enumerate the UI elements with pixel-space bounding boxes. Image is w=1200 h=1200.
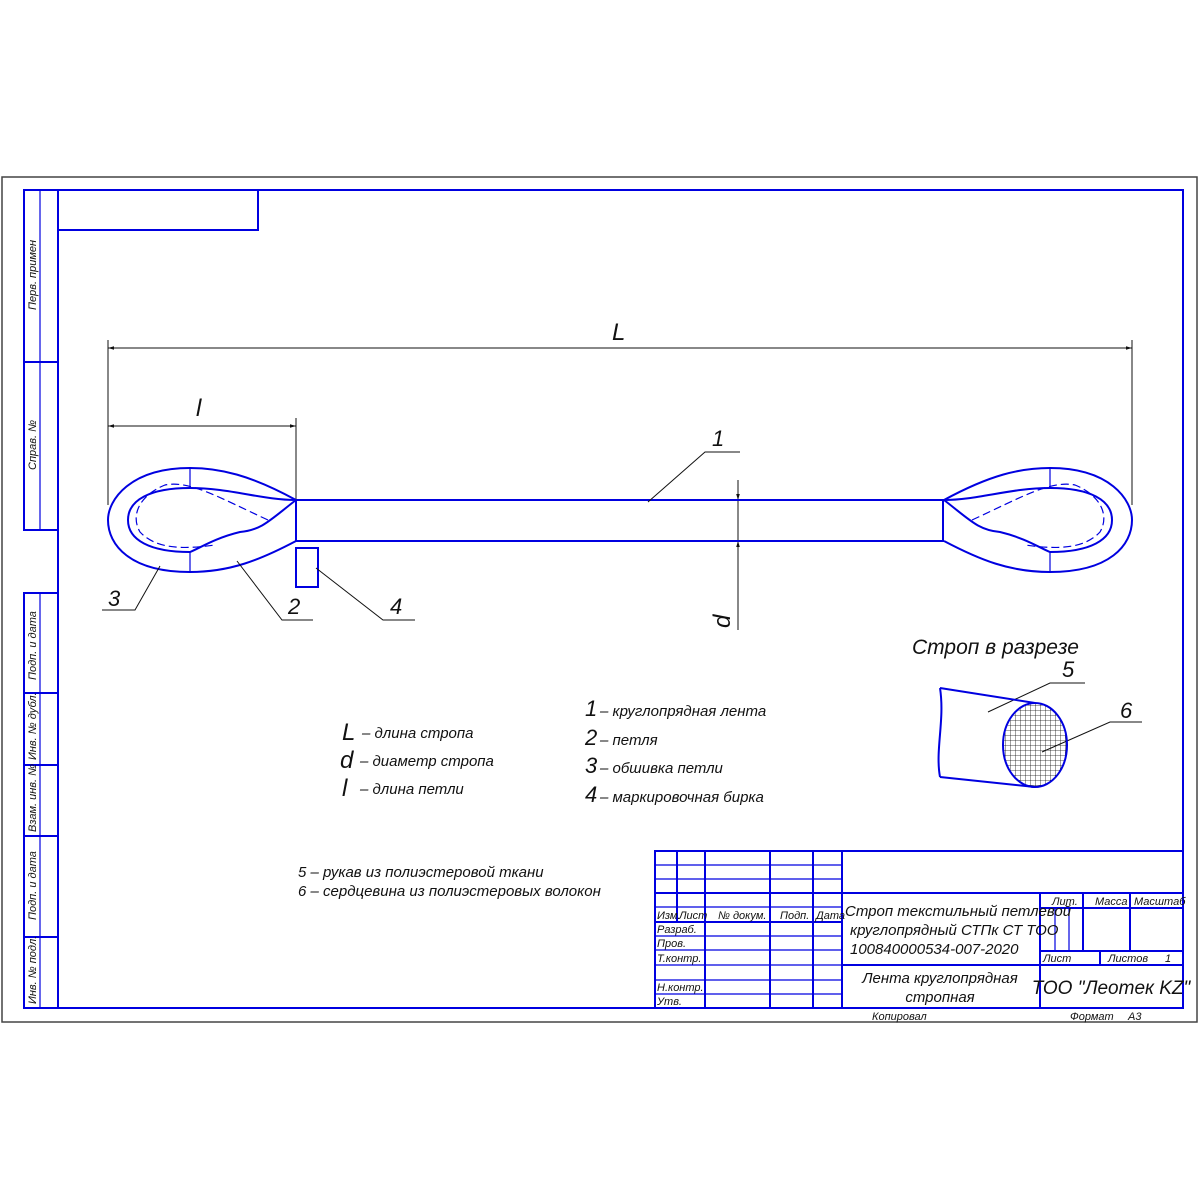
top-left-box [57, 189, 259, 231]
title-block: Изм. Лист № докум. Подп. Дата Разраб. Пр… [654, 850, 1192, 1023]
svg-text:d: d [340, 747, 354, 774]
legend-symbols: L – длина стропа d – диаметр стропа l – … [340, 719, 494, 802]
svg-text:5 – рукав из полиэстеровой тка: 5 – рукав из полиэстеровой ткани [298, 864, 544, 881]
svg-text:6 – сердцевина из полиэстеровы: 6 – сердцевина из полиэстеровых волокон [298, 883, 601, 900]
part-name: Лента круглопрядная [861, 970, 1018, 987]
stamp-label: Инв. № подл. [27, 936, 39, 1004]
svg-text:Разраб.: Разраб. [657, 924, 697, 936]
svg-text:1: 1 [585, 696, 597, 721]
dimension-L: L [107, 319, 1133, 505]
svg-text:№ докум.: № докум. [718, 910, 766, 922]
svg-text:Утв.: Утв. [656, 996, 682, 1008]
svg-text:круглопрядный СТПк СТ ТОО: круглопрядный СТПк СТ ТОО [850, 922, 1059, 939]
svg-text:Н.контр.: Н.контр. [657, 982, 704, 994]
svg-text:– диаметр стропа: – диаметр стропа [359, 753, 494, 770]
svg-text:Подп.: Подп. [780, 910, 809, 922]
svg-text:– обшивка петли: – обшивка петли [599, 760, 724, 777]
callout-6: 6 [1120, 698, 1133, 723]
svg-text:Лит.: Лит. [1051, 896, 1078, 908]
dimension-label-l: l [196, 395, 202, 422]
svg-text:Лист: Лист [1042, 953, 1071, 965]
marking-tag [295, 547, 319, 588]
svg-text:Листов: Листов [1107, 953, 1148, 965]
svg-text:l: l [342, 775, 348, 802]
company-name: ТОО "Леотек KZ" [1032, 978, 1192, 999]
stamp-label: Подп. и дата [27, 611, 39, 680]
designation: Строп текстильный петлевой [845, 903, 1072, 920]
legend-section: 5 – рукав из полиэстеровой ткани 6 – сер… [298, 864, 601, 900]
left-loop [106, 466, 297, 574]
side-stamps: Перв. примен Справ. № Подп. и дата Инв. … [23, 189, 59, 1009]
dimension-label-d: d [709, 614, 736, 628]
stamp-label: Справ. № [27, 420, 39, 470]
inner-frame [57, 189, 1184, 1009]
svg-text:Изм.: Изм. [657, 910, 680, 922]
dimension-d: d [709, 480, 740, 630]
svg-text:Т.контр.: Т.контр. [657, 953, 701, 965]
callout-leaders [102, 451, 1142, 753]
svg-text:– петля: – петля [599, 732, 658, 749]
svg-text:Копировал: Копировал [872, 1011, 927, 1023]
svg-text:Формат: Формат [1070, 1011, 1114, 1023]
callout-2: 2 [287, 594, 300, 619]
svg-text:Масса: Масса [1095, 896, 1128, 908]
legend-parts: 1 – круглопрядная лента 2 – петля 3 – об… [584, 696, 766, 807]
callout-5: 5 [1062, 657, 1075, 682]
svg-text:Пров.: Пров. [657, 938, 686, 950]
stamp-label: Взам. инв. № [27, 764, 39, 832]
stamp-label: Инв. № дубл. [27, 692, 39, 760]
svg-text:100840000534-007-2020: 100840000534-007-2020 [850, 941, 1019, 958]
svg-text:А3: А3 [1127, 1011, 1142, 1023]
svg-text:Масштаб: Масштаб [1134, 896, 1186, 908]
svg-text:2: 2 [584, 725, 597, 750]
stamp-label: Перв. примен [27, 240, 39, 310]
svg-text:1: 1 [1165, 953, 1171, 965]
svg-text:3: 3 [585, 753, 598, 778]
dimension-label-L: L [612, 319, 625, 346]
svg-text:L: L [342, 719, 355, 746]
svg-text:Лист: Лист [678, 910, 707, 922]
svg-text:– длина петли: – длина петли [359, 781, 464, 798]
svg-text:Дата: Дата [814, 910, 845, 922]
callout-3: 3 [108, 586, 121, 611]
sling-cross-section [937, 687, 1068, 788]
svg-text:стропная: стропная [905, 989, 974, 1006]
svg-text:– маркировочная бирка: – маркировочная бирка [599, 789, 764, 806]
round-sling-band [295, 499, 944, 542]
callout-1: 1 [712, 426, 724, 451]
svg-text:4: 4 [585, 782, 597, 807]
callout-4: 4 [390, 594, 402, 619]
outer-frame [1, 176, 1198, 1023]
right-loop [943, 466, 1134, 574]
dimension-l: l [108, 395, 297, 500]
svg-text:– длина стропа: – длина стропа [361, 725, 473, 742]
svg-text:– круглопрядная лента: – круглопрядная лента [599, 703, 766, 720]
stamp-label: Подп. и дата [27, 851, 39, 920]
section-title: Строп в разрезе [912, 636, 1079, 659]
